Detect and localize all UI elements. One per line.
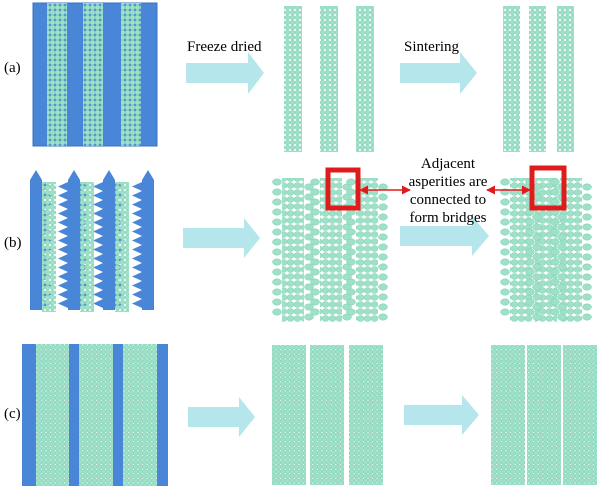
sintering-arrow bbox=[400, 52, 477, 94]
step-label-freeze-dried: Freeze dried bbox=[187, 39, 262, 55]
row-a-frozen bbox=[32, 2, 158, 147]
row-c-process-arrow-1 bbox=[188, 397, 255, 437]
row-a-freeze-dried bbox=[284, 6, 374, 152]
row-b-process-arrow-1 bbox=[183, 218, 260, 258]
row-a-sintered bbox=[503, 6, 574, 152]
step-label-sintering: Sintering bbox=[404, 39, 459, 55]
row-label-c: (c) bbox=[4, 406, 21, 422]
row-b-process-arrow-2 bbox=[400, 216, 489, 256]
bridge-highlight-box-2 bbox=[529, 165, 567, 211]
callout-line-4: form bridges bbox=[409, 210, 486, 226]
row-c-frozen bbox=[22, 344, 168, 486]
bridge-highlight-box-1 bbox=[325, 167, 361, 211]
callout-text: Adjacent asperities are connected to for… bbox=[409, 156, 488, 226]
row-b-sintered bbox=[500, 178, 592, 322]
callout-line-2: asperities are bbox=[409, 174, 488, 190]
row-c-freeze-dried bbox=[272, 345, 383, 485]
row-b-frozen bbox=[30, 170, 154, 312]
row-label-a: (a) bbox=[4, 60, 21, 76]
callout-line-1: Adjacent bbox=[421, 156, 476, 172]
row-b-freeze-dried bbox=[272, 178, 388, 322]
row-c-sintered bbox=[491, 345, 597, 485]
freeze-dried-arrow bbox=[186, 52, 264, 94]
row-c-process-arrow-2 bbox=[404, 395, 479, 435]
callout-line-3: connected to bbox=[410, 192, 486, 208]
row-label-b: (b) bbox=[4, 235, 22, 251]
